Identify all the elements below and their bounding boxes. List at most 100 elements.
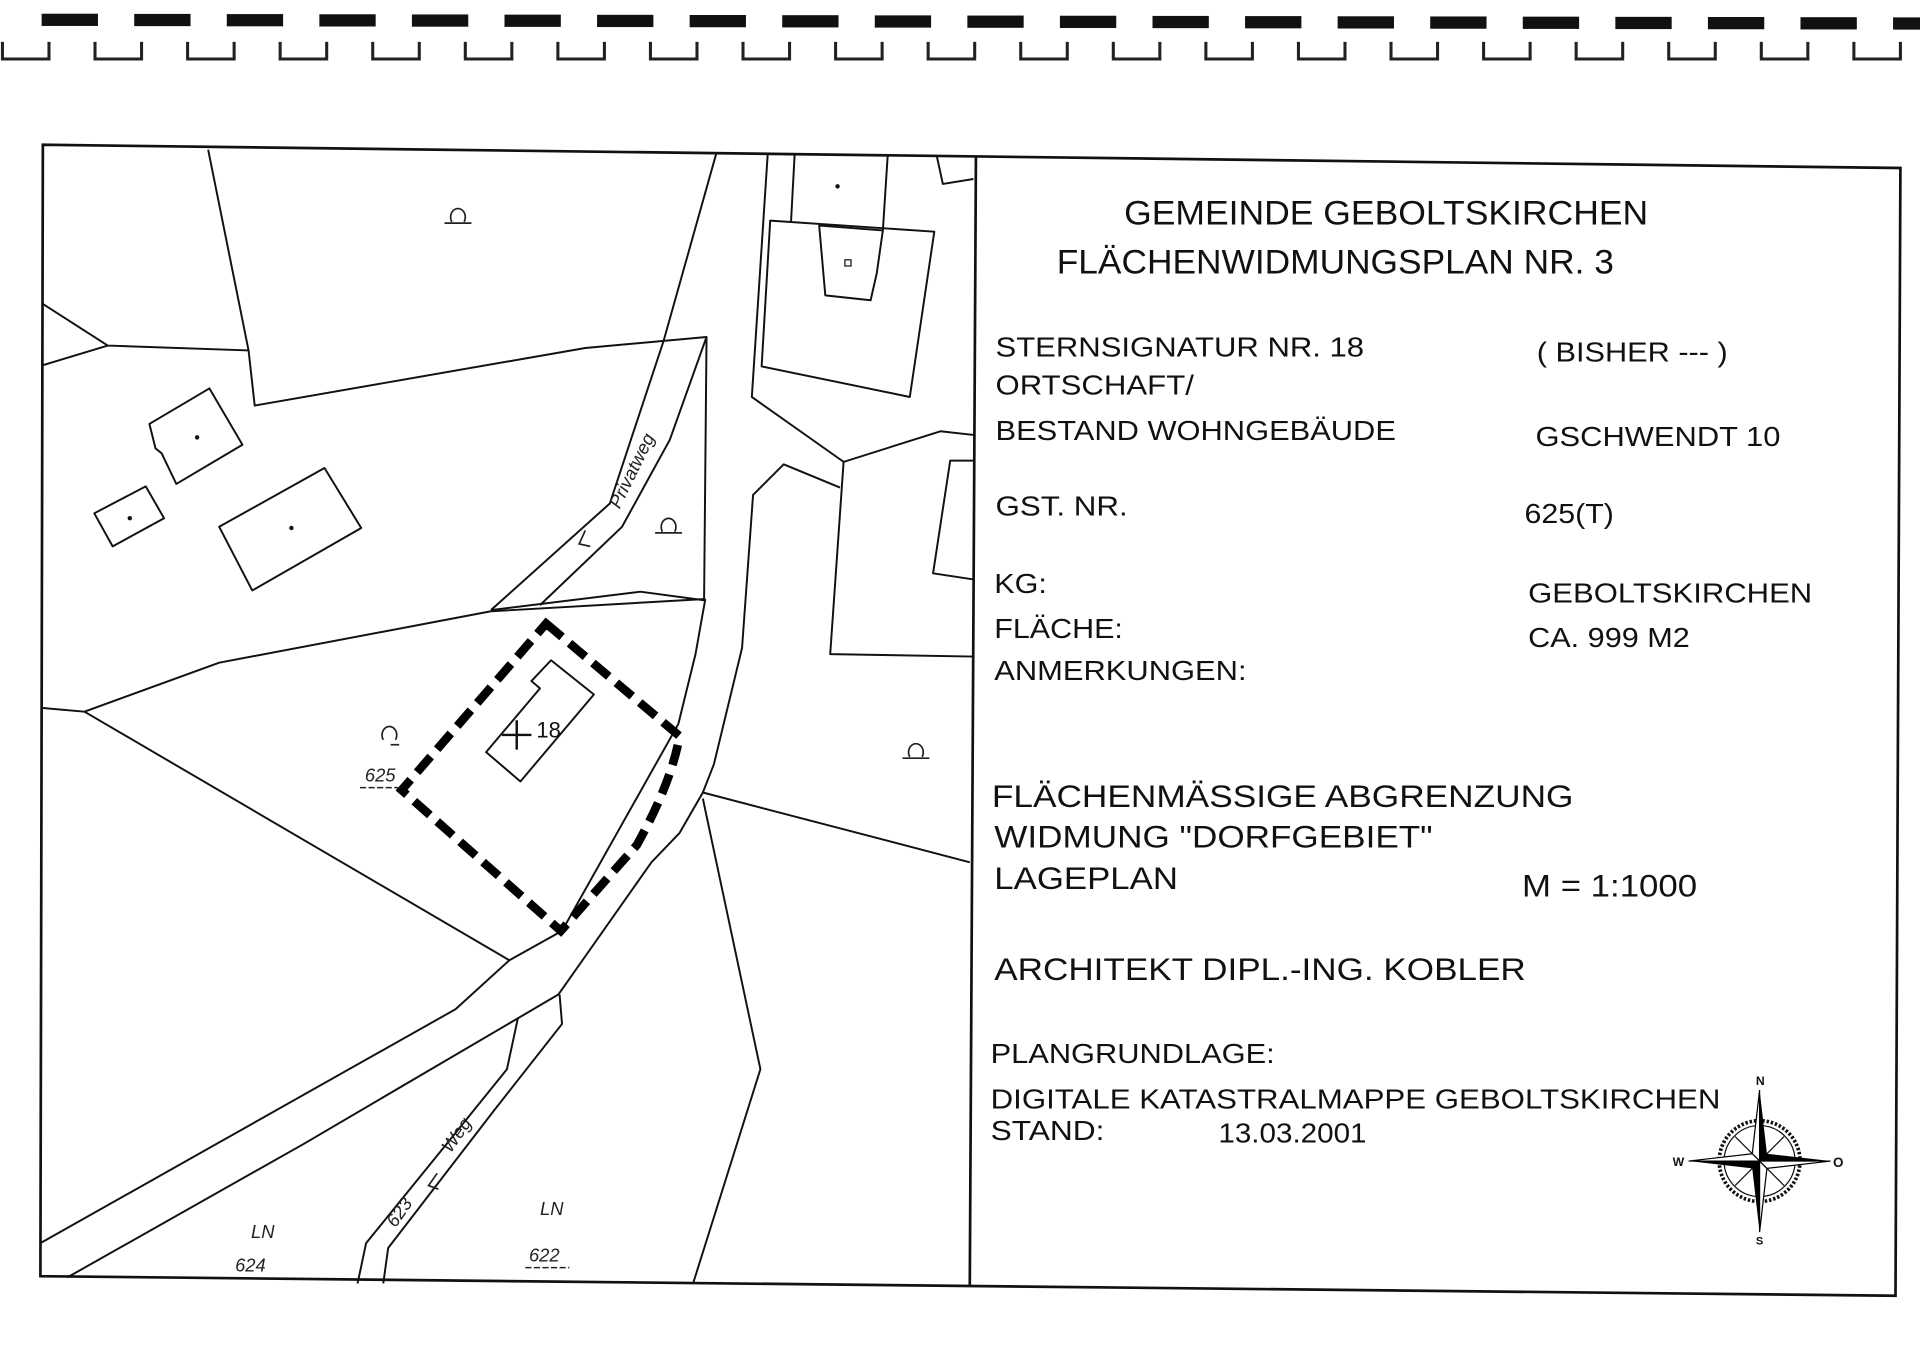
area-label: FLÄCHE:	[994, 613, 1123, 644]
perforation-slot	[689, 15, 746, 28]
locality-label-cont: BESTAND WOHNGEBÄUDE	[996, 415, 1396, 446]
zoning-boundary	[395, 617, 685, 937]
title-block: GEMEINDE GEBOLTSKIRCHEN FLÄCHENWIDMUNGSP…	[991, 194, 1813, 1148]
building	[148, 387, 244, 485]
building-dots	[127, 184, 852, 531]
date-value: 13.03.2001	[1218, 1118, 1366, 1149]
perforation-bracket	[93, 41, 144, 61]
garden-symbol-icon	[381, 207, 930, 760]
building	[818, 224, 884, 302]
weg-edge	[356, 1017, 519, 1284]
perforation-slot	[411, 14, 469, 27]
perforation-bracket	[278, 41, 329, 61]
privatweg-east-edge	[539, 336, 708, 606]
building-existing	[485, 659, 595, 783]
perforation-bracket	[1111, 41, 1162, 61]
perforation-slot	[1337, 16, 1394, 29]
locality-value: GSCHWENDT 10	[1536, 421, 1781, 452]
star-signature-cross-icon	[502, 720, 532, 750]
building	[93, 485, 166, 548]
parcel-boundary	[42, 303, 249, 367]
locality-label: ORTSCHAFT/	[996, 370, 1195, 401]
parcel-number-624: 624	[235, 1254, 266, 1275]
perforation-bracket	[1019, 41, 1069, 61]
perforation-bracket	[834, 41, 884, 61]
perforation-slot	[1245, 16, 1302, 29]
compass-east: O	[1833, 1155, 1843, 1170]
date-label: STAND:	[991, 1115, 1105, 1146]
perforation-bracket	[926, 41, 977, 61]
compass-rose-icon: N W O S	[1673, 1074, 1844, 1247]
building	[932, 459, 974, 581]
road-west-edge	[490, 153, 718, 611]
perforation-bracket	[463, 41, 514, 61]
scale-value: M = 1:1000	[1522, 868, 1697, 904]
description-line-2: WIDMUNG "DORFGEBIET"	[994, 819, 1432, 855]
road-west-edge	[39, 598, 707, 1244]
remarks-label: ANMERKUNGEN:	[994, 655, 1246, 686]
star-signature-number: 18	[536, 717, 561, 742]
perforation-slot	[874, 15, 932, 28]
compass-south: S	[1756, 1235, 1763, 1247]
parcel-boundary	[692, 798, 762, 1284]
parcel-boundary	[490, 590, 705, 612]
perforation-slot	[1430, 16, 1487, 29]
basis-value: DIGITALE KATASTRALMAPPE GEBOLTSKIRCHEN	[991, 1083, 1721, 1114]
weg-edge	[382, 994, 564, 1284]
perforation-bracket	[371, 41, 421, 61]
perforation-bracket	[741, 41, 792, 61]
perforation-bracket	[1574, 41, 1625, 61]
parcel-boundary	[207, 149, 708, 601]
right-of-way-mark-icon	[427, 1172, 439, 1191]
parcel-number-625: 625	[365, 764, 396, 785]
parcel-number-622: 622	[529, 1244, 560, 1265]
parcel-boundary	[829, 460, 974, 658]
weg-parcel-number: 623	[382, 1193, 417, 1231]
perforation-slot	[1800, 17, 1857, 30]
perforation-slot	[226, 14, 284, 27]
compass-north: N	[1756, 1074, 1765, 1088]
frame-divider	[968, 156, 978, 1285]
perforation-bracket	[1482, 41, 1532, 61]
parcel-value: 625(T)	[1524, 498, 1613, 529]
perforation-slot	[1059, 15, 1117, 28]
perforation-slot	[1152, 15, 1209, 29]
parcel-boundary	[702, 791, 971, 864]
perforation-slot	[134, 13, 191, 27]
perforation-slot	[504, 14, 561, 27]
perforation-slot	[597, 14, 654, 28]
road-east-edge	[750, 153, 974, 463]
perforation-bracket	[1667, 41, 1717, 61]
perforation-bracket	[1389, 41, 1440, 61]
perforation-bracket	[186, 41, 236, 61]
plan-frame	[39, 143, 1902, 1298]
perforation-slot	[1522, 16, 1580, 29]
perforation-bracket	[0, 41, 51, 61]
architect: ARCHITEKT DIPL.-ING. KOBLER	[994, 951, 1525, 987]
signature-label: STERNSIGNATUR NR. 18	[996, 332, 1365, 363]
plan-title: FLÄCHENWIDMUNGSPLAN NR. 3	[1057, 243, 1614, 281]
road-label-weg: Weg	[437, 1113, 476, 1156]
parcel-boundary	[83, 710, 510, 962]
land-use-label: LN	[540, 1198, 564, 1219]
perforation-slot	[1893, 17, 1920, 30]
parcel-boundary	[42, 598, 706, 713]
perforation-bracket	[1852, 41, 1902, 61]
compass-west: W	[1673, 1155, 1685, 1169]
cadastral-map: 18 Privatweg 623 Weg 625 LN 624 LN 622	[39, 149, 974, 1284]
parcel-boundary	[790, 153, 974, 231]
perforation-bracket	[556, 41, 606, 61]
right-of-way-mark-icon	[577, 530, 591, 548]
perforation-slot	[782, 15, 839, 28]
perforation-bracket	[648, 41, 699, 61]
basis-label: PLANGRUNDLAGE:	[991, 1038, 1275, 1069]
perforation-slot	[967, 15, 1024, 28]
description-line-1: FLÄCHENMÄSSIGE ABGRENZUNG	[992, 778, 1574, 814]
building	[218, 467, 363, 592]
perforation-bracket	[1204, 41, 1254, 61]
perforation-slot	[1615, 16, 1672, 30]
perforation-slot	[41, 13, 98, 26]
road-label-privatweg: Privatweg	[604, 429, 659, 511]
perforation-bracket	[1296, 41, 1347, 61]
